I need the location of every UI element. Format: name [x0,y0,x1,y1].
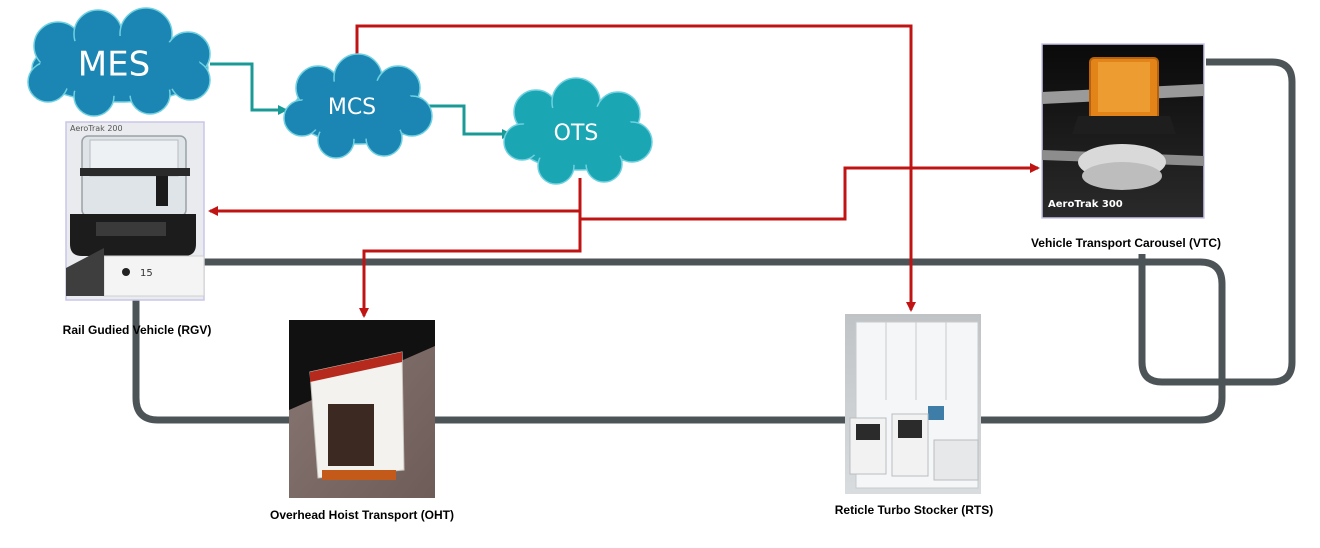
rts-label: Reticle Turbo Stocker (RTS) [834,503,994,517]
vtc-photo-caption: AeroTrak 300 [1048,199,1123,210]
mes-label: MES [78,45,150,85]
mcs-cloud: MCS [283,53,433,159]
ots-cloud: OTS [503,77,653,185]
red-arrows [208,24,1040,318]
rail-track [132,58,1296,424]
mcs-label: MCS [328,95,376,120]
mes-cloud: MES [27,7,211,117]
rgv-photo-caption: AeroTrak 200 [70,124,123,133]
oht-photo [289,320,435,498]
teal-connectors [210,62,512,139]
ots-label: OTS [554,121,599,146]
rgv-photo: AeroTrak 200 15 [65,121,205,301]
rgv-unit-number: 15 [140,268,153,279]
vtc-label: Vehicle Transport Carousel (VTC) [1030,236,1222,250]
rgv-label: Rail Gudied Vehicle (RGV) [62,323,212,337]
oht-label: Overhead Hoist Transport (OHT) [269,508,455,522]
vtc-photo: AeroTrak 300 [1041,43,1205,219]
rts-photo [845,314,981,494]
